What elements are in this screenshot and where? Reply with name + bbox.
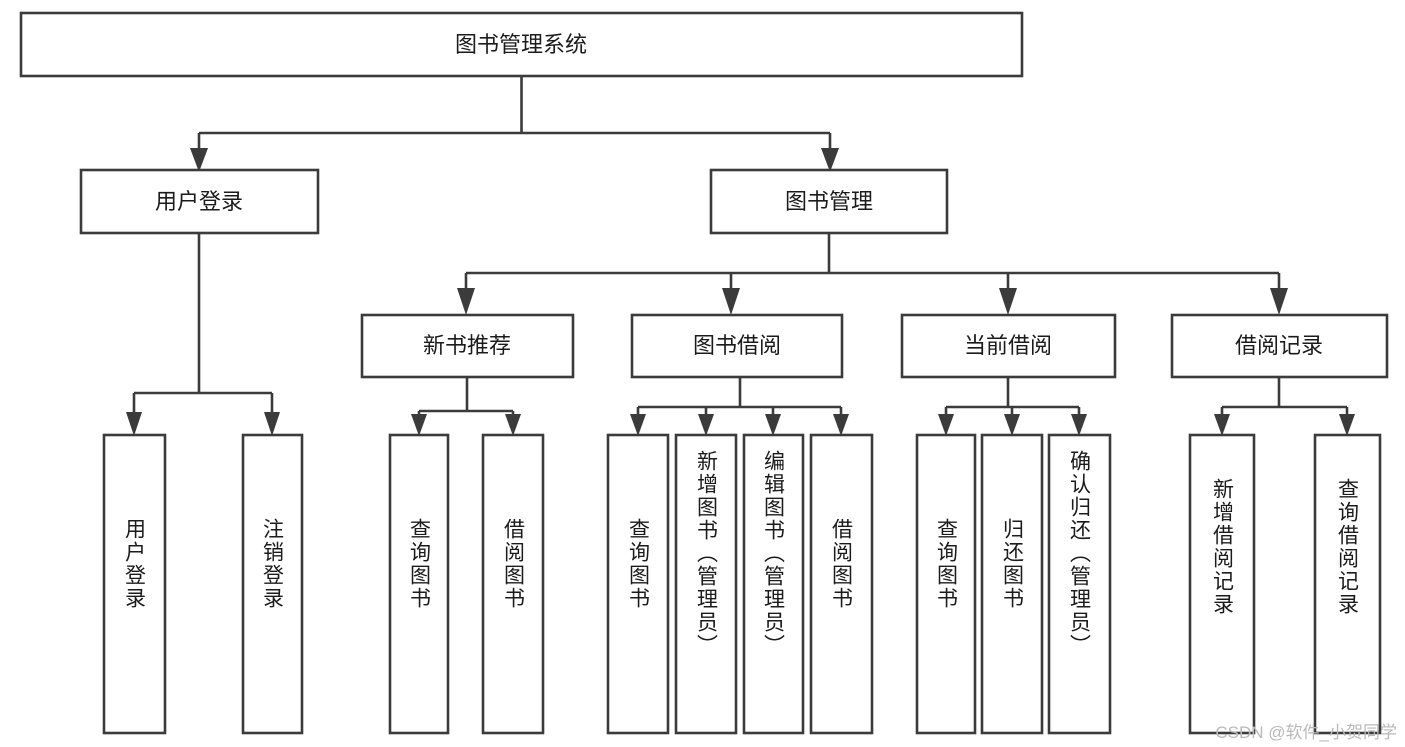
node-leaf-7[interactable]: 编辑图书（管理员）: [742, 433, 805, 735]
arrowhead-icon: [1214, 414, 1230, 436]
node-leaf-5-label: 查询图书: [627, 518, 651, 610]
arrowhead-icon: [411, 414, 427, 436]
node-current-borrow-label: 当前借阅: [964, 333, 1052, 358]
arrowhead-icon: [1004, 414, 1020, 436]
node-leaf-5[interactable]: 查询图书: [606, 433, 670, 735]
connector-layer: [132, 76, 1349, 420]
edge-bookmanage-bus: [464, 233, 1281, 294]
node-book-borrow-label: 图书借阅: [693, 333, 781, 358]
edge-bookborrow-bus: [636, 377, 843, 419]
node-user-login-box[interactable]: [79, 168, 320, 235]
arrowhead-icon: [698, 414, 714, 436]
edge-currentborrow-bus: [944, 377, 1081, 419]
node-leaf-8-box[interactable]: [809, 433, 874, 735]
node-leaf-2-box[interactable]: [241, 433, 304, 735]
node-leaf-6-box[interactable]: [674, 433, 738, 735]
node-root[interactable]: 图书管理系统: [19, 11, 1024, 78]
node-leaf-13[interactable]: 查询借阅记录: [1313, 433, 1382, 735]
arrowhead-icon: [999, 288, 1017, 315]
node-leaf-7-box[interactable]: [742, 433, 805, 735]
node-leaf-2[interactable]: 注销登录: [241, 433, 304, 735]
arrowhead-icon: [722, 288, 740, 315]
node-leaf-13-box[interactable]: [1313, 433, 1382, 735]
node-leaf-4-label: 借阅图书: [502, 518, 526, 610]
node-new-book-rec-box[interactable]: [360, 313, 575, 379]
node-leaf-13-label: 查询借阅记录: [1336, 478, 1360, 616]
node-leaf-8[interactable]: 借阅图书: [809, 433, 874, 735]
node-root-label: 图书管理系统: [455, 32, 587, 57]
arrowhead-icon: [505, 414, 521, 436]
node-current-borrow[interactable]: 当前借阅: [900, 313, 1117, 379]
node-borrow-record[interactable]: 借阅记录: [1170, 313, 1389, 379]
node-book-borrow-box[interactable]: [630, 313, 844, 379]
node-leaf-3-label: 查询图书: [408, 518, 432, 610]
node-leaf-11-box[interactable]: [1047, 433, 1112, 735]
node-book-manage-box[interactable]: [709, 168, 949, 235]
arrowhead-layer: [126, 148, 1355, 436]
node-leaf-1[interactable]: 用户登录: [102, 433, 167, 735]
edge-newbook-bus: [417, 377, 515, 420]
arrowhead-icon: [833, 414, 849, 436]
node-leaf-5-box[interactable]: [606, 433, 670, 735]
arrowhead-icon: [630, 414, 646, 436]
node-leaf-9[interactable]: 查询图书: [915, 433, 977, 735]
edge-root-bus: [197, 76, 832, 152]
node-user-login[interactable]: 用户登录: [79, 168, 320, 235]
node-leaf-12-label: 新增借阅记录: [1211, 478, 1235, 616]
node-leaf-12-box[interactable]: [1188, 433, 1256, 735]
arrowhead-icon: [1339, 414, 1355, 436]
node-leaf-12[interactable]: 新增借阅记录: [1188, 433, 1256, 735]
node-leaf-9-label: 查询图书: [935, 518, 959, 610]
node-borrow-record-box[interactable]: [1170, 313, 1389, 379]
node-new-book-rec-label: 新书推荐: [423, 333, 511, 358]
node-leaf-2-label: 注销登录: [261, 518, 285, 610]
node-leaf-3[interactable]: 查询图书: [388, 433, 450, 735]
arrowhead-icon: [821, 148, 839, 172]
arrowhead-icon: [1270, 288, 1288, 315]
node-leaf-4-box[interactable]: [481, 433, 545, 735]
node-leaf-1-box[interactable]: [102, 433, 167, 735]
node-book-manage-label: 图书管理: [785, 189, 873, 214]
node-current-borrow-box[interactable]: [900, 313, 1117, 379]
node-leaf-1-label: 用户登录: [123, 518, 147, 610]
edge-userlogin-bus: [132, 233, 274, 416]
node-new-book-rec[interactable]: 新书推荐: [360, 313, 575, 379]
arrowhead-icon: [938, 414, 954, 436]
node-leaf-8-label: 借阅图书: [830, 518, 854, 610]
arrowhead-icon: [765, 414, 781, 436]
node-leaf-6[interactable]: 新增图书（管理员）: [674, 433, 738, 735]
node-leaf-7-label: 编辑图书（管理员）: [762, 450, 786, 657]
node-leaf-10-label: 归还图书: [1001, 518, 1025, 610]
node-leaf-11-label: 确认归还（管理员）: [1068, 450, 1092, 657]
node-root-box[interactable]: [19, 11, 1024, 78]
arrowhead-icon: [1071, 414, 1087, 436]
node-book-borrow[interactable]: 图书借阅: [630, 313, 844, 379]
arrowhead-icon: [190, 148, 208, 172]
node-book-manage[interactable]: 图书管理: [709, 168, 949, 235]
arrowhead-icon: [457, 288, 475, 315]
arrowhead-icon: [126, 412, 142, 436]
node-user-login-label: 用户登录: [155, 189, 243, 214]
edge-borrowrecord-bus: [1220, 377, 1349, 419]
node-leaf-4[interactable]: 借阅图书: [481, 433, 545, 735]
node-leaf-11[interactable]: 确认归还（管理员）: [1047, 433, 1112, 735]
node-borrow-record-label: 借阅记录: [1235, 333, 1323, 358]
node-leaf-6-label: 新增图书（管理员）: [695, 450, 719, 657]
watermark-text: CSDN @软件_小贺同学: [1215, 723, 1397, 742]
node-leaf-3-box[interactable]: [388, 433, 450, 735]
arrowhead-icon: [264, 412, 280, 436]
node-leaf-10[interactable]: 归还图书: [980, 433, 1044, 735]
node-leaf-10-box[interactable]: [980, 433, 1044, 735]
node-leaf-9-box[interactable]: [915, 433, 977, 735]
